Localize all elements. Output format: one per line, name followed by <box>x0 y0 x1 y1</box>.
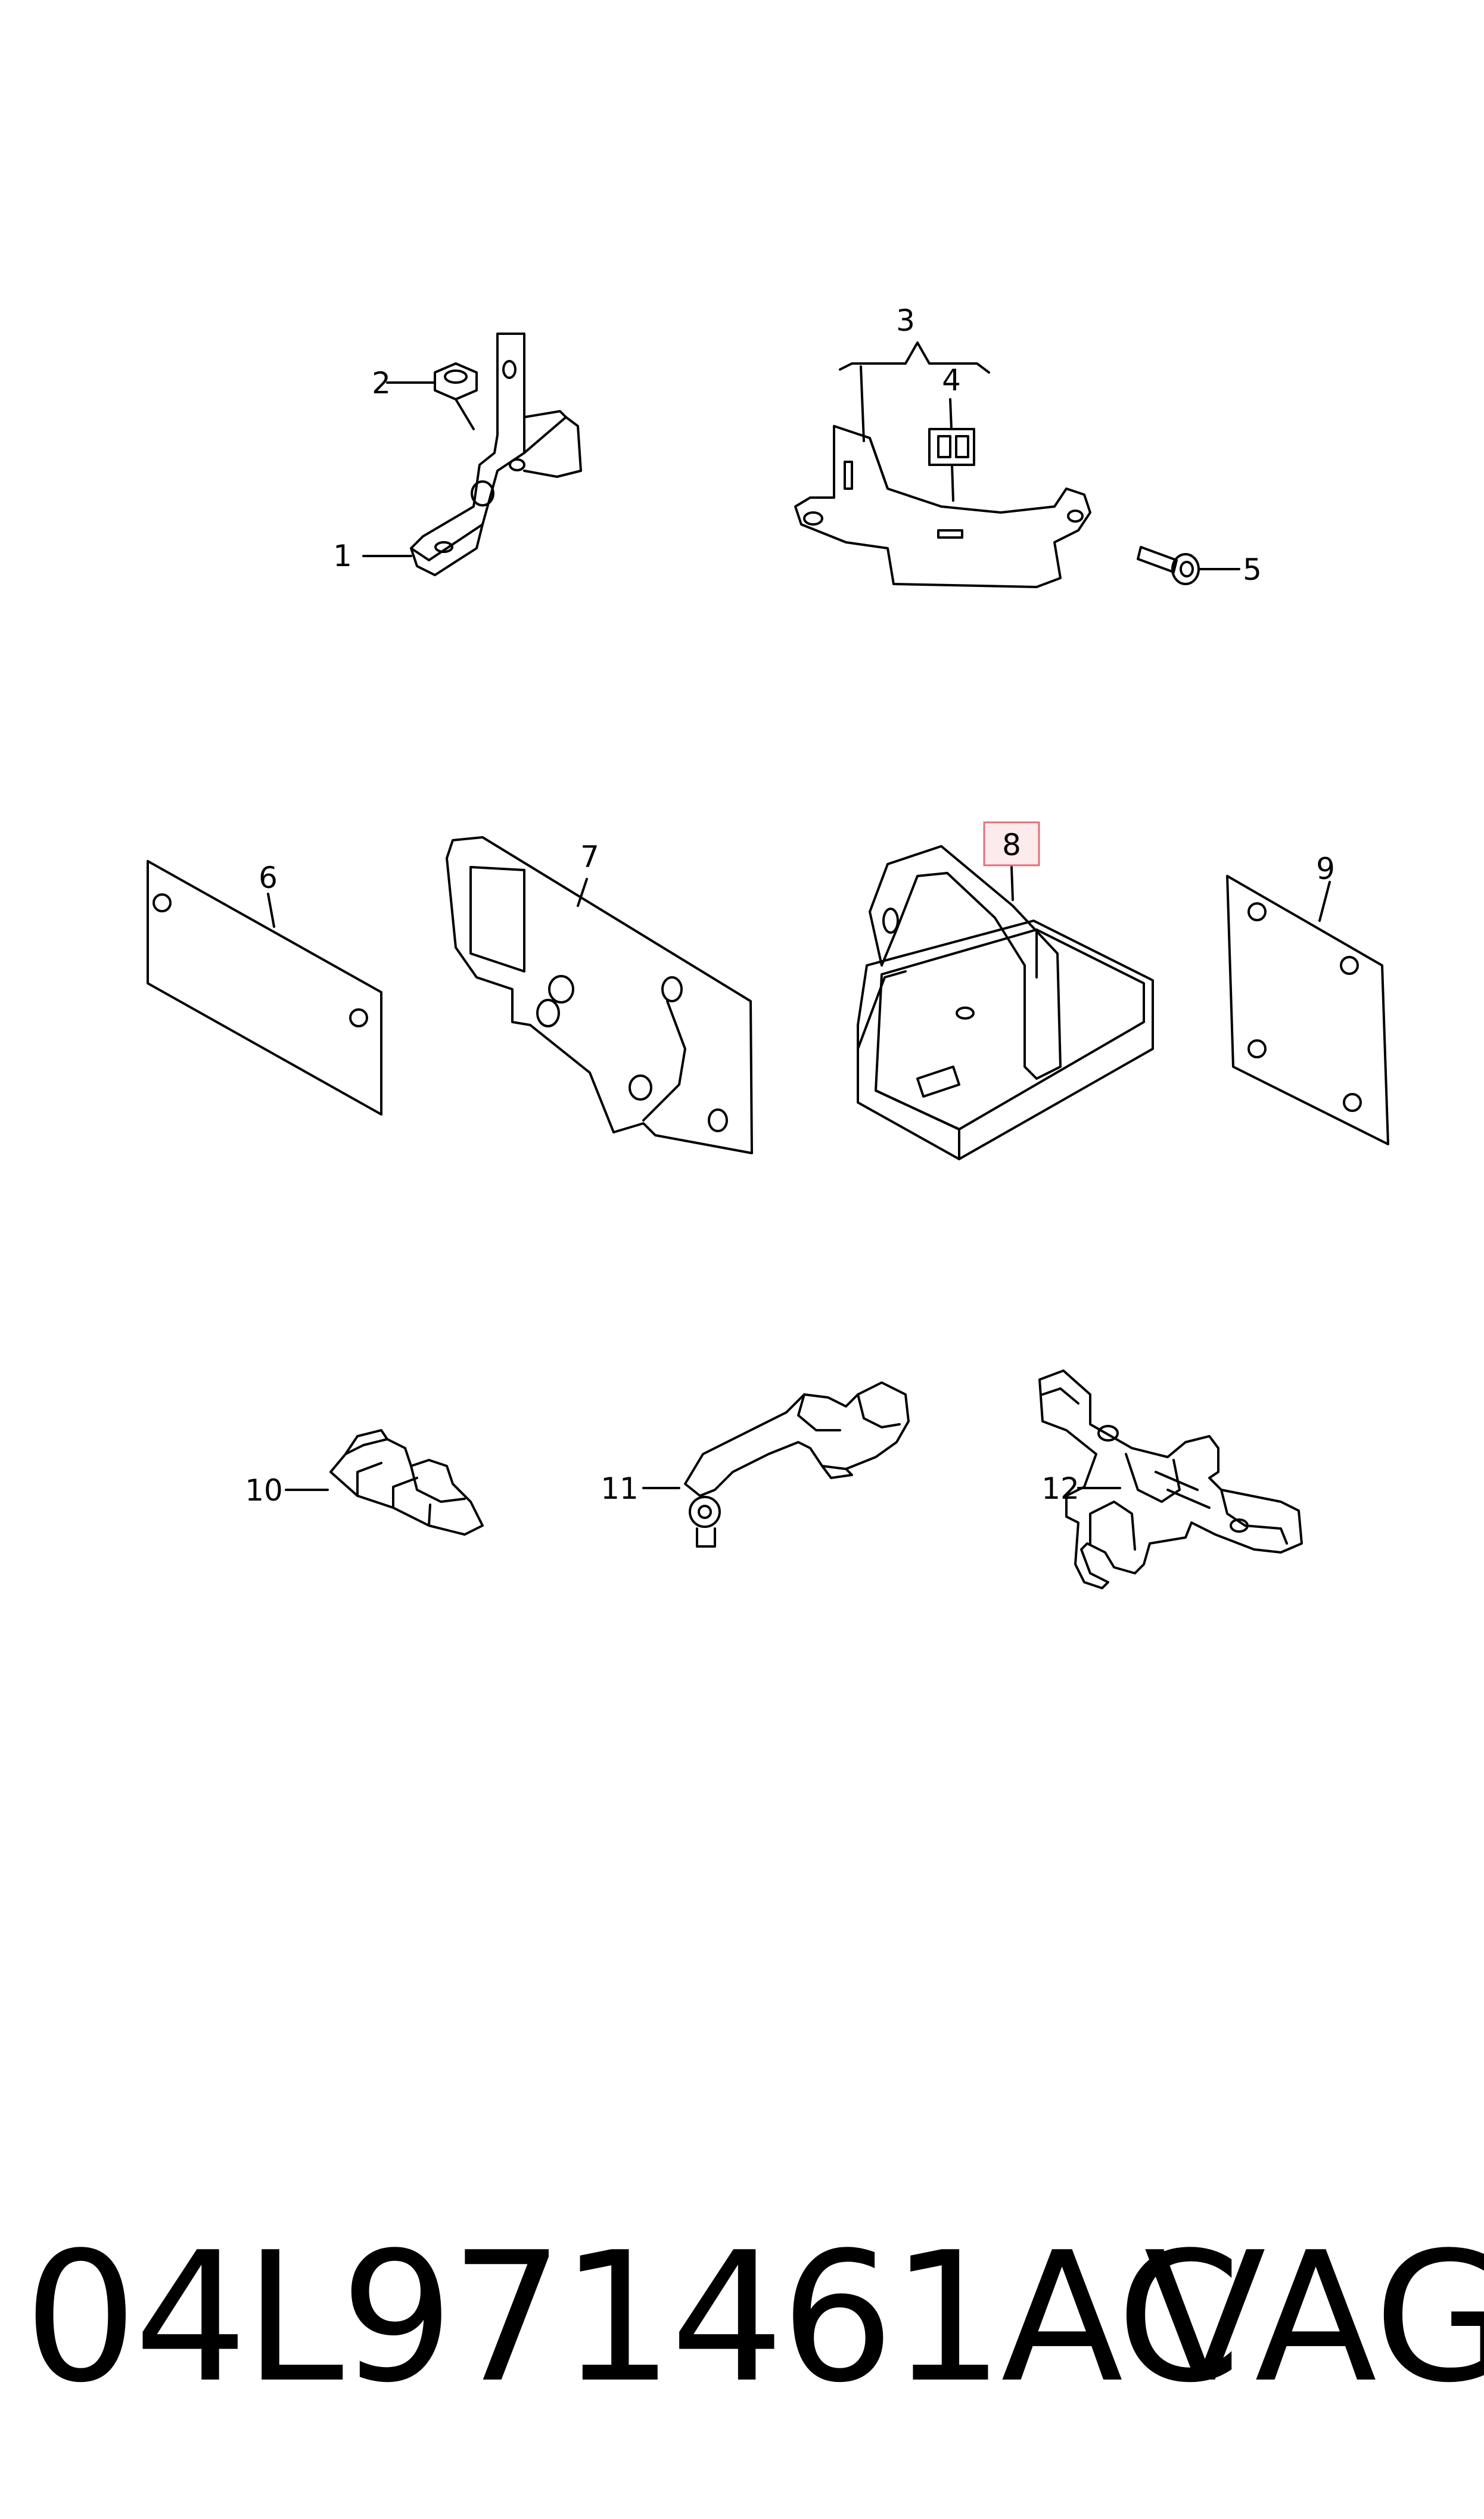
callout-label-12: 12 <box>1041 1471 1079 1506</box>
callout-label-6: 6 <box>259 861 278 895</box>
part-8-box <box>857 845 1154 1160</box>
part-4-clip <box>928 398 975 502</box>
part-3-holder <box>794 341 1091 588</box>
callout-label-5: 5 <box>1243 552 1262 587</box>
part-9-plate <box>1226 875 1389 1145</box>
part-11-clip <box>684 1381 910 1548</box>
part-10-clip <box>329 1429 484 1536</box>
callout-label-9: 9 <box>1316 852 1335 886</box>
callout-label-4: 4 <box>942 363 961 397</box>
callout-label-3: 3 <box>896 303 915 338</box>
part-5-screw <box>1137 546 1200 585</box>
callout-label-7: 7 <box>580 840 599 874</box>
callout-label-10: 10 <box>245 1473 283 1508</box>
part-number: 04L971461AC <box>24 2214 1242 2422</box>
callout-label-1: 1 <box>333 539 352 573</box>
parts-diagram: 1 2 3 4 5 6 7 8 9 10 11 12 <box>147 303 1389 1589</box>
callout-8-highlight <box>983 821 1040 866</box>
callout-label-8: 8 <box>1002 828 1021 862</box>
brand-name: VAG <box>1144 2214 1484 2422</box>
callout-label-2: 2 <box>372 366 391 400</box>
part-7-heat-shield <box>446 836 753 1154</box>
part-1-bracket <box>410 333 582 576</box>
callout-label-11: 11 <box>601 1471 639 1506</box>
part-2-nut <box>434 362 478 430</box>
part-6-plate <box>147 860 382 1116</box>
part-12-holder <box>1038 1369 1303 1589</box>
